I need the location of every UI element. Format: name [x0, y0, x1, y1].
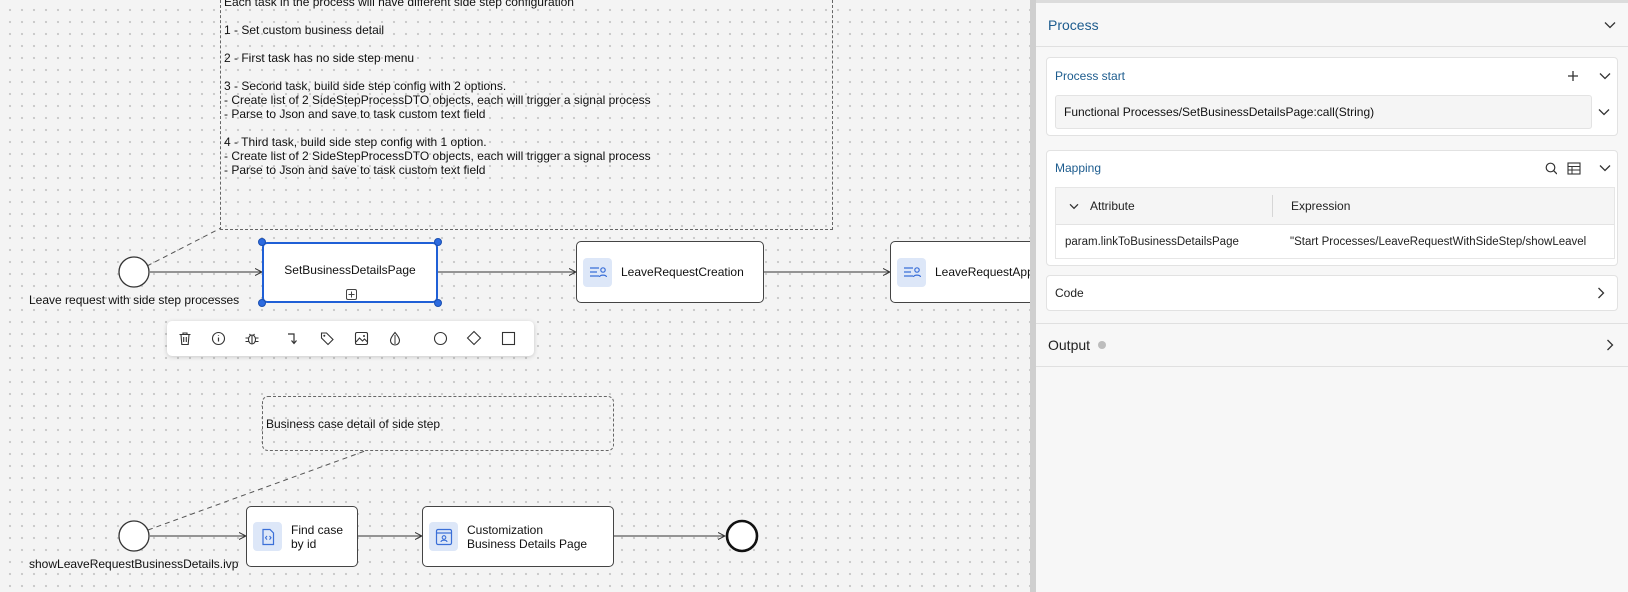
annotation-note-top[interactable]: Each task in the process will have diffe… [220, 0, 833, 230]
output-status-dot [1098, 341, 1107, 349]
connections-layer [118, 227, 1030, 553]
color-icon[interactable] [386, 329, 404, 347]
code-title: Code [1055, 286, 1084, 300]
annotation-note-line: 1 - Set custom business detail [224, 23, 385, 37]
task-label-line2: Business Details Page [467, 536, 588, 551]
annotation-note-line: 4 - Third task, build side step config w… [224, 135, 487, 149]
image-icon[interactable] [352, 329, 370, 347]
add-icon[interactable] [1567, 70, 1579, 82]
task-leave-request-creation[interactable]: LeaveRequestCreation [576, 241, 764, 303]
user-task-icon [583, 257, 612, 287]
task-label-line1: Find case [291, 522, 344, 537]
annotation-note-line [224, 121, 832, 135]
process-section-header[interactable]: Process [1036, 3, 1628, 47]
mapping-title: Mapping [1055, 161, 1102, 175]
annotation-note-line [224, 9, 832, 23]
output-title: Output [1048, 337, 1091, 353]
process-start-title: Process start [1055, 69, 1126, 83]
bug-icon[interactable] [243, 329, 261, 347]
task-label: LeaveRequestCreation [621, 265, 744, 279]
process-start-card: Process start Functional Processes/SetBu… [1046, 57, 1618, 136]
table-row[interactable]: param.linkToBusinessDetailsPage "Start P… [1056, 224, 1614, 260]
chevron-down-icon[interactable] [1599, 70, 1611, 82]
task-label: Customization Business Details Page [467, 523, 587, 551]
output-section-header[interactable]: Output [1036, 323, 1628, 367]
annotation-note-line: - Parse to Json and save to task custom … [224, 163, 486, 177]
association-line-top [146, 227, 222, 267]
association-line-bottom [147, 450, 366, 531]
chevron-down-icon[interactable] [1604, 19, 1616, 31]
script-task-icon [253, 522, 282, 551]
column-header-expression[interactable]: Expression [1291, 199, 1351, 213]
end-event[interactable] [725, 519, 759, 553]
task-find-case-by-id[interactable]: Find case by id [246, 506, 358, 567]
collapse-tree-icon[interactable] [1068, 200, 1080, 212]
wrap-icon[interactable] [284, 329, 302, 347]
dialog-task-icon [429, 522, 458, 551]
start-event-1-label: Leave request with side step processes [29, 293, 240, 307]
circle-icon[interactable] [431, 329, 449, 347]
column-header-attribute[interactable]: Attribute [1090, 199, 1135, 213]
task-label-line2: by id [291, 536, 317, 551]
chevron-right-icon[interactable] [1604, 339, 1616, 351]
task-customization-business-details[interactable]: Customization Business Details Page [422, 506, 614, 567]
properties-panel: Process Process start Functional Process… [1036, 0, 1628, 592]
expand-subprocess-icon[interactable] [346, 289, 357, 300]
annotation-note-line: - Create list of 2 SideStepProcessDTO ob… [224, 149, 651, 163]
square-icon[interactable] [499, 329, 517, 347]
diamond-icon[interactable] [465, 329, 483, 347]
resize-handle-tl[interactable] [258, 238, 266, 246]
mapping-table: Attribute Expression param.linkToBusines… [1055, 187, 1615, 259]
annotation-note-line: - Parse to Json and save to task custom … [224, 107, 486, 121]
task-label: LeaveRequestAppr [935, 265, 1030, 279]
panel-resize-divider[interactable] [1030, 0, 1036, 592]
annotation-note-line: Each task in the process will have diffe… [224, 0, 574, 9]
annotation-note-line: 2 - First task has no side step menu [224, 51, 415, 65]
mapping-table-header: Attribute Expression [1056, 188, 1614, 225]
process-start-select[interactable]: Functional Processes/SetBusinessDetailsP… [1055, 95, 1592, 129]
search-icon[interactable] [1545, 162, 1557, 174]
trash-icon[interactable] [176, 329, 194, 347]
mapping-card: Mapping Attribute Expression para [1046, 150, 1618, 266]
annotation-note-line [224, 65, 832, 79]
annotation-note-line: - Create list of 2 SideStepProcessDTO ob… [224, 93, 651, 107]
annotation-note-bottom[interactable]: Business case detail of side step [262, 396, 614, 451]
chevron-down-icon[interactable] [1599, 162, 1611, 174]
task-set-business-details-page[interactable]: SetBusinessDetailsPage [262, 242, 438, 303]
code-card[interactable]: Code [1046, 275, 1618, 311]
column-divider[interactable] [1272, 195, 1273, 217]
process-canvas[interactable]: Each task in the process will have diffe… [0, 0, 1030, 592]
task-label: SetBusinessDetailsPage [284, 262, 416, 277]
resize-handle-br[interactable] [434, 299, 442, 307]
process-start-selected-value: Functional Processes/SetBusinessDetailsP… [1064, 105, 1375, 119]
process-section-title: Process [1048, 16, 1099, 33]
task-leave-request-approval[interactable]: LeaveRequestAppr [890, 241, 1030, 303]
select-chevron-down-icon[interactable] [1598, 106, 1610, 118]
start-event-2-label: showLeaveRequestBusinessDetails.ivp [29, 557, 239, 571]
task-label: Find case by id [291, 523, 343, 551]
tag-icon[interactable] [318, 329, 336, 347]
mapping-attribute-cell: param.linkToBusinessDetailsPage [1065, 236, 1239, 248]
info-icon[interactable] [209, 329, 227, 347]
resize-handle-tr[interactable] [434, 238, 442, 246]
start-event-1[interactable] [118, 256, 150, 288]
mapping-expression-cell[interactable]: "Start Processes/LeaveRequestWithSideSte… [1290, 236, 1587, 248]
table-icon[interactable] [1567, 161, 1581, 175]
task-label-line1: Customization [467, 522, 544, 537]
start-event-2[interactable] [118, 520, 150, 552]
user-task-icon [897, 257, 926, 287]
annotation-note-line [224, 37, 832, 51]
chevron-right-icon[interactable] [1595, 287, 1607, 299]
resize-handle-bl[interactable] [258, 299, 266, 307]
element-quick-toolbar [167, 321, 534, 356]
annotation-note-line: 3 - Second task, build side step config … [224, 79, 507, 93]
annotation-note-bottom-text: Business case detail of side step [266, 417, 441, 431]
